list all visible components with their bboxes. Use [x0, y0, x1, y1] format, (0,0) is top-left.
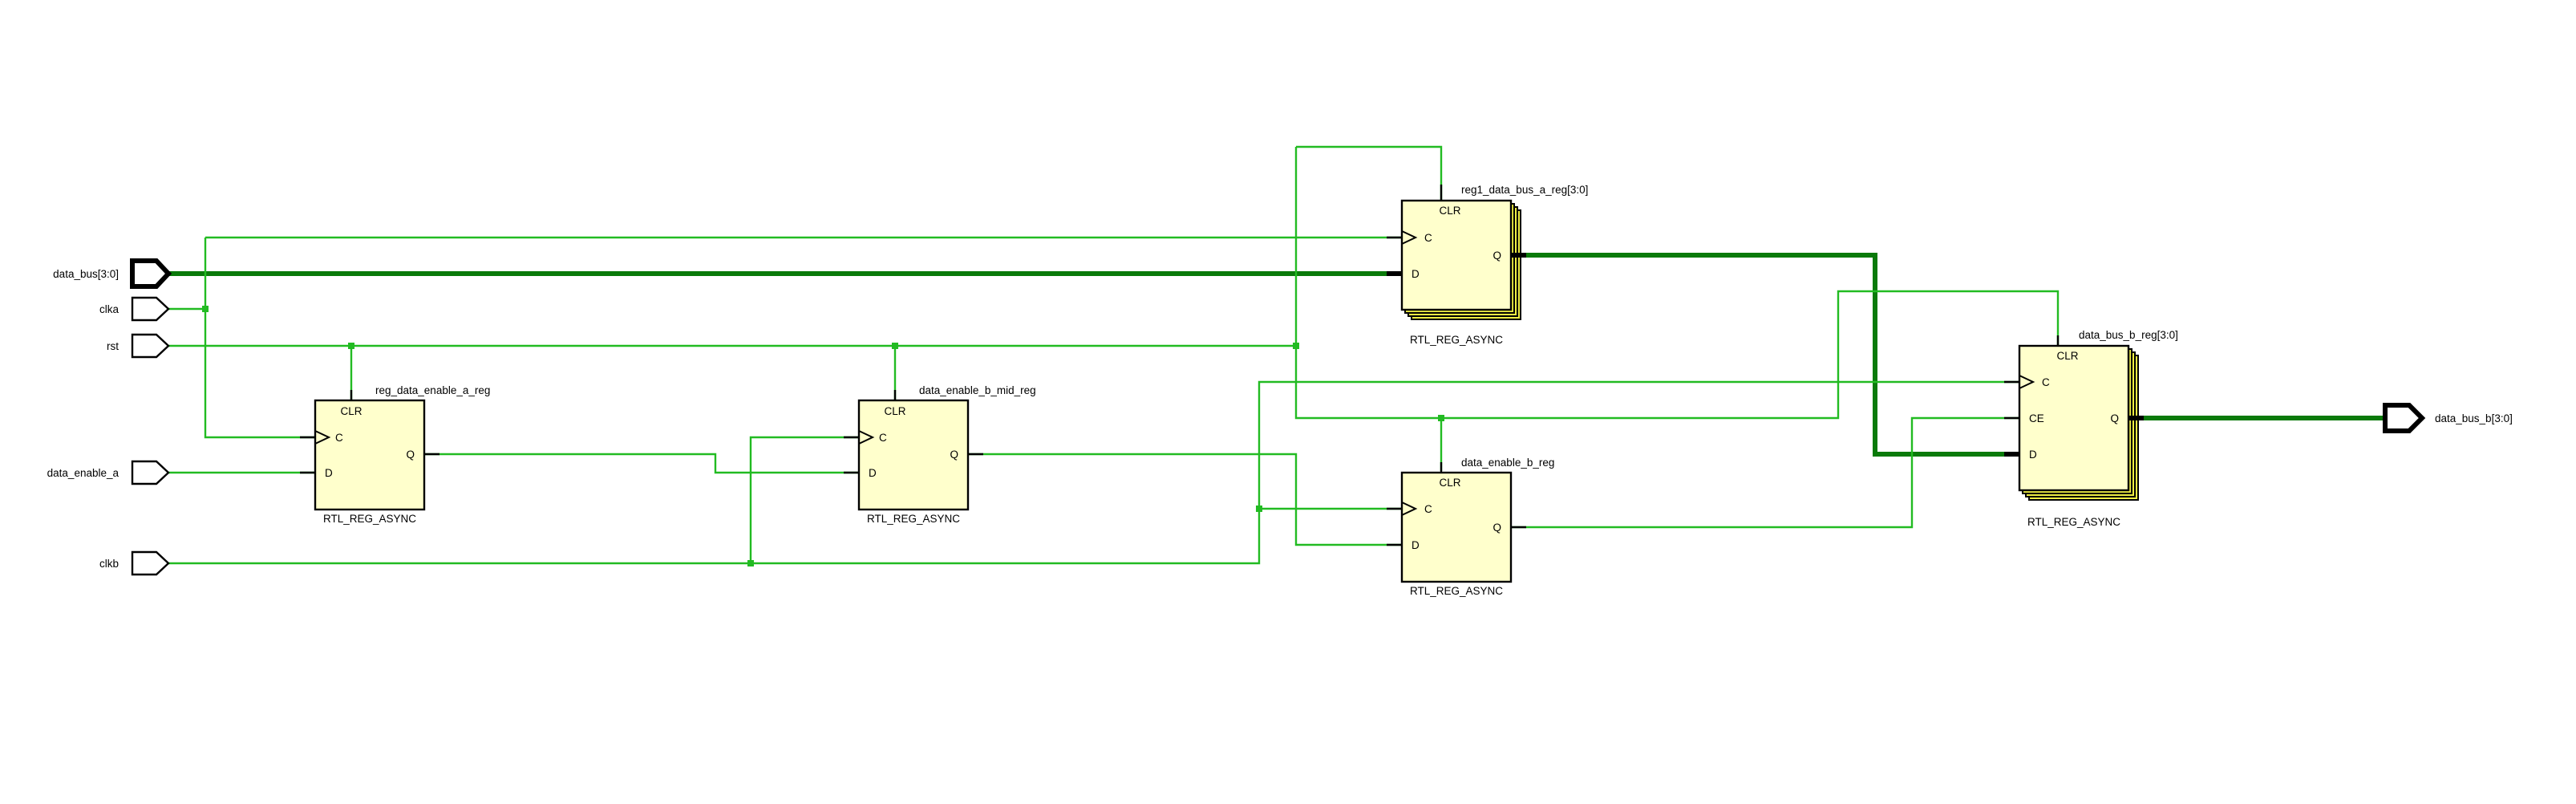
pin-c: C [879, 432, 887, 444]
pin-d: D [1412, 268, 1420, 280]
output-port-data-bus-b[interactable]: data_bus_b[3:0] [2383, 403, 2513, 433]
pin-q: Q [1493, 522, 1501, 534]
cell-instance-name: data_bus_b_reg[3:0] [2079, 329, 2178, 341]
cell-type: RTL_REG_ASYNC [2027, 516, 2120, 528]
port-label: data_enable_a [47, 467, 119, 479]
cell-reg-data-enable-a[interactable]: CLR C D Q reg_data_enable_a_reg RTL_REG_… [300, 384, 490, 525]
pin-c: C [1424, 232, 1432, 244]
cell-data-enable-b[interactable]: CLR C D Q data_enable_b_reg RTL_REG_ASYN… [1387, 457, 1554, 597]
cell-type: RTL_REG_ASYNC [323, 513, 416, 525]
port-label: data_bus_b[3:0] [2435, 412, 2513, 424]
port-label: clka [99, 303, 119, 315]
pin-c: C [1424, 503, 1432, 515]
cell-type: RTL_REG_ASYNC [1410, 585, 1503, 597]
cell-instance-name: reg1_data_bus_a_reg[3:0] [1461, 184, 1588, 196]
junction-dot [747, 560, 754, 566]
input-port-clkb[interactable]: clkb [99, 550, 170, 576]
pin-clr: CLR [2056, 350, 2078, 362]
net-reg1-q[interactable] [1519, 253, 2019, 457]
net-reg-b-q[interactable] [1512, 416, 2019, 529]
pin-ce: CE [2029, 412, 2044, 424]
pin-c: C [335, 432, 343, 444]
input-port-data-bus[interactable]: data_bus[3:0] [53, 258, 172, 289]
cell-instance-name: data_enable_b_reg [1461, 457, 1554, 469]
junction-dot [1256, 506, 1262, 512]
cell-type: RTL_REG_ASYNC [1410, 334, 1503, 346]
pin-d: D [2029, 449, 2037, 461]
pin-clr: CLR [1439, 205, 1460, 217]
pin-q: Q [1493, 250, 1501, 262]
pin-q: Q [2110, 412, 2119, 424]
net-rst[interactable] [167, 145, 2060, 471]
net-reg-mid-q[interactable] [968, 453, 1402, 546]
junction-dot [202, 306, 209, 312]
cell-reg1-data-bus-a[interactable]: CLR C D Q reg1_data_bus_a_reg[3:0] RTL_R… [1387, 184, 1588, 346]
net-reg-a-q[interactable] [424, 453, 859, 474]
cell-instance-name: reg_data_enable_a_reg [375, 384, 490, 396]
cell-type: RTL_REG_ASYNC [867, 513, 960, 525]
junction-dot [892, 343, 898, 349]
input-port-data-enable-a[interactable]: data_enable_a [47, 460, 170, 485]
pin-d: D [1412, 539, 1420, 551]
port-label: data_bus[3:0] [53, 268, 119, 280]
net-clkb[interactable] [167, 380, 2019, 565]
pin-q: Q [406, 449, 415, 461]
pin-clr: CLR [884, 405, 905, 417]
port-label: rst [107, 340, 119, 352]
pin-clr: CLR [340, 405, 362, 417]
cell-instance-name: data_enable_b_mid_reg [919, 384, 1036, 396]
cell-data-bus-b[interactable]: CLR C CE D Q data_bus_b_reg[3:0] RTL_REG… [2004, 329, 2178, 528]
input-port-rst[interactable]: rst [107, 333, 170, 359]
input-port-clka[interactable]: clka [99, 296, 170, 322]
junction-dot [348, 343, 354, 349]
pin-d: D [869, 467, 877, 479]
pin-q: Q [950, 449, 958, 461]
pin-clr: CLR [1439, 477, 1460, 489]
pin-d: D [325, 467, 333, 479]
nets [167, 145, 2384, 566]
cell-data-enable-b-mid[interactable]: CLR C D Q data_enable_b_mid_reg RTL_REG_… [844, 384, 1036, 525]
port-label: clkb [99, 558, 119, 570]
junction-dot [1438, 415, 1444, 421]
junction-dot [1293, 343, 1299, 349]
pin-c: C [2042, 376, 2050, 388]
